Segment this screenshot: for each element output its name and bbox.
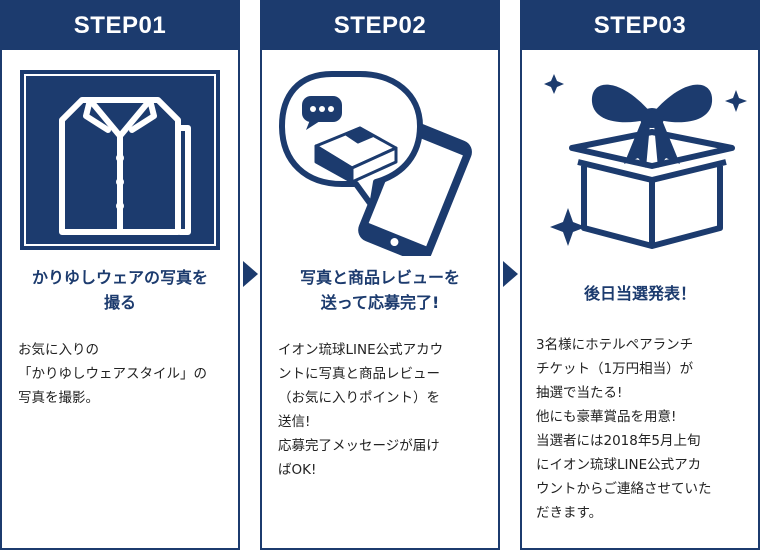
step-label-2: STEP02	[262, 2, 498, 50]
shirt-icon	[20, 70, 220, 250]
arrow-icon-2	[503, 261, 518, 287]
smartphone-chat-icon	[279, 71, 472, 256]
step-body-3: 3名様にホテルペアランチ チケット（1万円相当）が 抽選で当たる! 他にも豪華賞…	[536, 337, 712, 521]
gift-box-icon	[544, 74, 747, 249]
step-title-2: 写真と商品レビューを 送って応募完了!	[299, 268, 460, 312]
step-body-2: イオン琉球LINE公式アカウ ントに写真と商品レビュー （お気に入りポイント）を…	[278, 342, 444, 478]
step-title-1: かりゆしウェアの写真を 撮る	[31, 268, 208, 312]
step-body-1: お気に入りの 「かりゆしウェアスタイル」の 写真を撮影。	[18, 342, 207, 406]
step-card-1: STEP01 かりゆしウェアの写真を 撮る お気に入りの 「かりゆしウェアスタイ…	[0, 0, 240, 550]
step-card-3: STEP03 後日当選発表！ 3名様にホテルペアランチ チケット（1万円相当）が…	[520, 0, 760, 550]
step-card-2: STEP02 写真と商品レビューを 送って応募完了! イオン琉球LINE公式アカ…	[260, 0, 500, 550]
arrow-icon-1	[243, 261, 258, 287]
step-title-3: 後日当選発表！	[583, 284, 696, 303]
step-label-1: STEP01	[2, 2, 238, 50]
step-label-3: STEP03	[522, 2, 758, 50]
